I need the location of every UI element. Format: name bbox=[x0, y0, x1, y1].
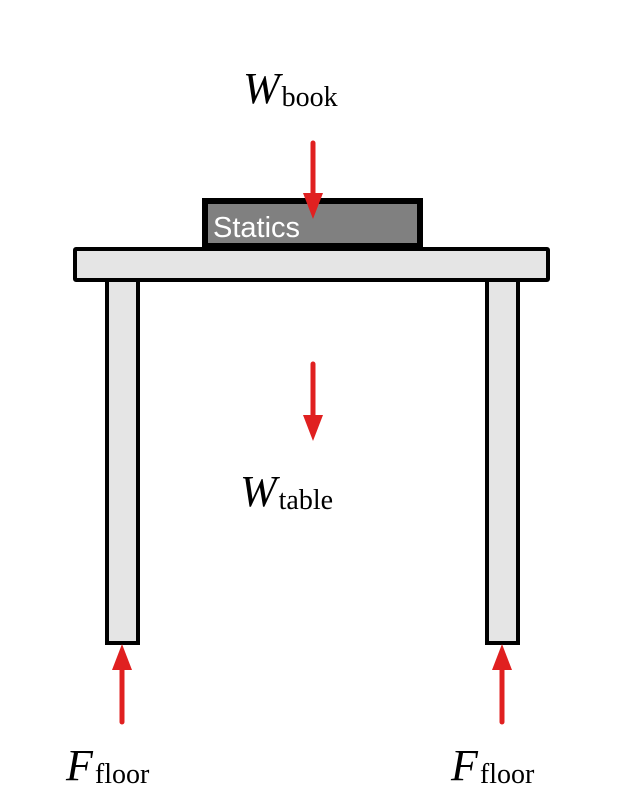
label-subscript: floor bbox=[95, 759, 150, 790]
label-subscript: floor bbox=[480, 759, 535, 790]
arrow-w-table bbox=[303, 361, 323, 441]
label-symbol: W bbox=[240, 467, 280, 516]
table-leg-right bbox=[485, 276, 520, 645]
label-subscript: table bbox=[279, 485, 333, 516]
arrow-w-book bbox=[303, 140, 323, 219]
label-subscript: book bbox=[282, 82, 338, 113]
label-symbol: W bbox=[243, 64, 283, 113]
label-symbol: F bbox=[65, 741, 94, 790]
label-w-book: Wbook bbox=[243, 64, 338, 113]
arrow-f-floor-left bbox=[112, 644, 132, 725]
book-title: Statics bbox=[213, 212, 300, 244]
table-top bbox=[73, 247, 550, 282]
arrow-f-floor-right bbox=[492, 644, 512, 725]
label-w-table: Wtable bbox=[240, 467, 333, 516]
table-leg-left bbox=[105, 276, 140, 645]
label-f-floor-right: Ffloor bbox=[450, 741, 535, 790]
label-f-floor-left: Ffloor bbox=[65, 741, 150, 790]
label-symbol: F bbox=[450, 741, 479, 790]
